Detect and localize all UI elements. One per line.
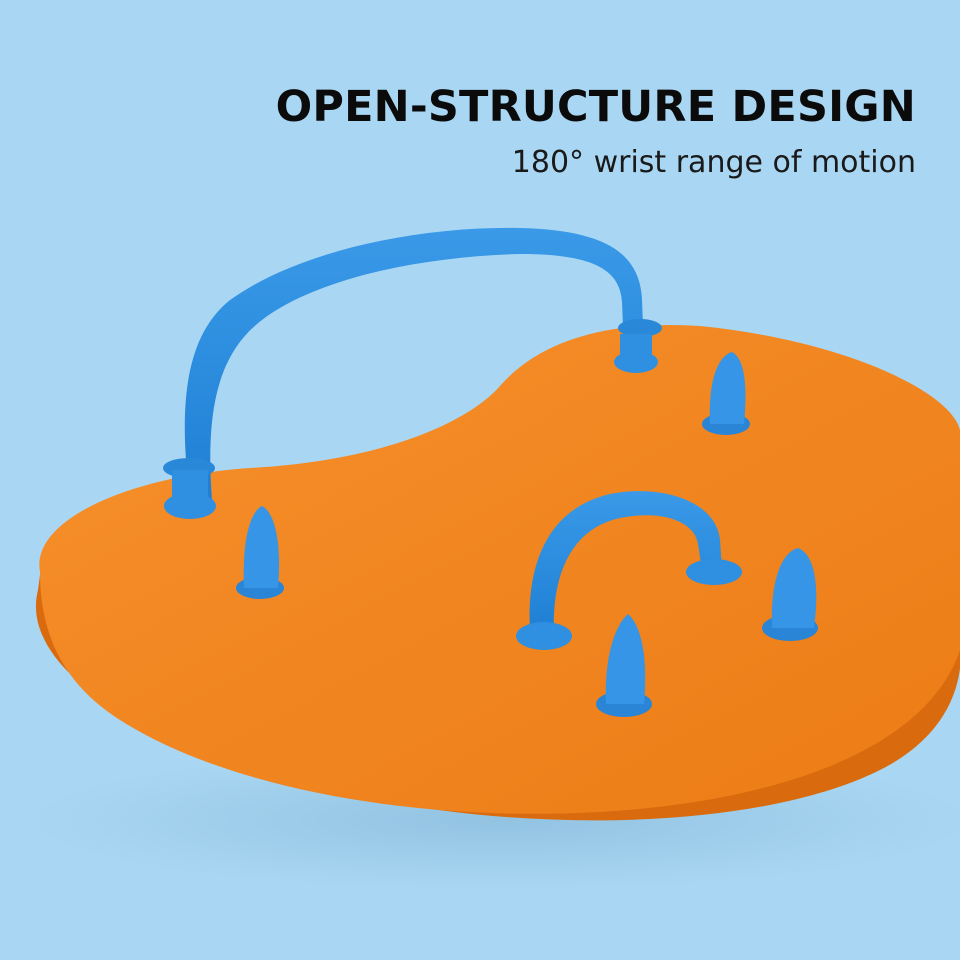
strap-ring-right <box>618 319 662 337</box>
finger-strap-base-right <box>686 559 742 585</box>
paddle-peg <box>236 506 284 599</box>
paddle-peg <box>596 614 652 717</box>
wrist-strap <box>184 227 644 500</box>
headline: OPEN-STRUCTURE DESIGN <box>275 82 916 132</box>
subheadline: 180° wrist range of motion <box>511 145 916 180</box>
finger-strap <box>529 491 722 632</box>
paddle-peg <box>702 352 750 435</box>
finger-strap-base-left <box>516 622 572 650</box>
paddle-peg <box>762 548 818 641</box>
paddle-surface <box>39 324 960 814</box>
